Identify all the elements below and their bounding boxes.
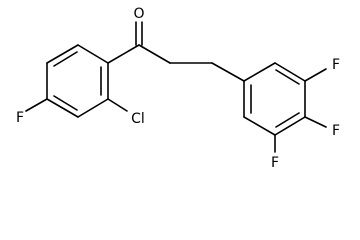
bond-to-chlorine [107, 98, 128, 112]
bond-ring-to-carbonyl [107, 44, 140, 64]
double-bond-inner [275, 69, 300, 85]
bond [243, 62, 276, 82]
molecule-structure-diagram: O F Cl F F F [15, 6, 341, 171]
bond [46, 98, 79, 118]
fluorine-top-label: F [332, 57, 340, 73]
bond-to-fluorine-top [304, 68, 327, 82]
bond [274, 62, 306, 82]
molecule-svg: O F Cl F F F [16, 6, 340, 171]
fluorine-right-label: F [332, 123, 340, 139]
double-bond-inner [53, 51, 78, 67]
chlorine-label: Cl [131, 111, 145, 127]
right-benzene-ring [243, 62, 306, 136]
double-bond-inner [275, 112, 300, 128]
bond [274, 116, 306, 136]
bond-ch2-to-ring [211, 62, 245, 82]
bond [243, 116, 276, 136]
bond [77, 98, 109, 118]
fluorine-left-label: F [16, 110, 24, 126]
bond [77, 44, 109, 64]
bond-carbonyl-to-ch2 [138, 44, 171, 64]
fluorine-bottom-label: F [271, 155, 279, 171]
bond [46, 44, 79, 64]
left-benzene-ring [46, 44, 109, 118]
bond-to-fluorine-right [304, 116, 327, 128]
oxygen-label: O [133, 6, 144, 22]
double-bond-inner [53, 95, 78, 111]
bond-to-fluorine-left [25, 98, 48, 112]
